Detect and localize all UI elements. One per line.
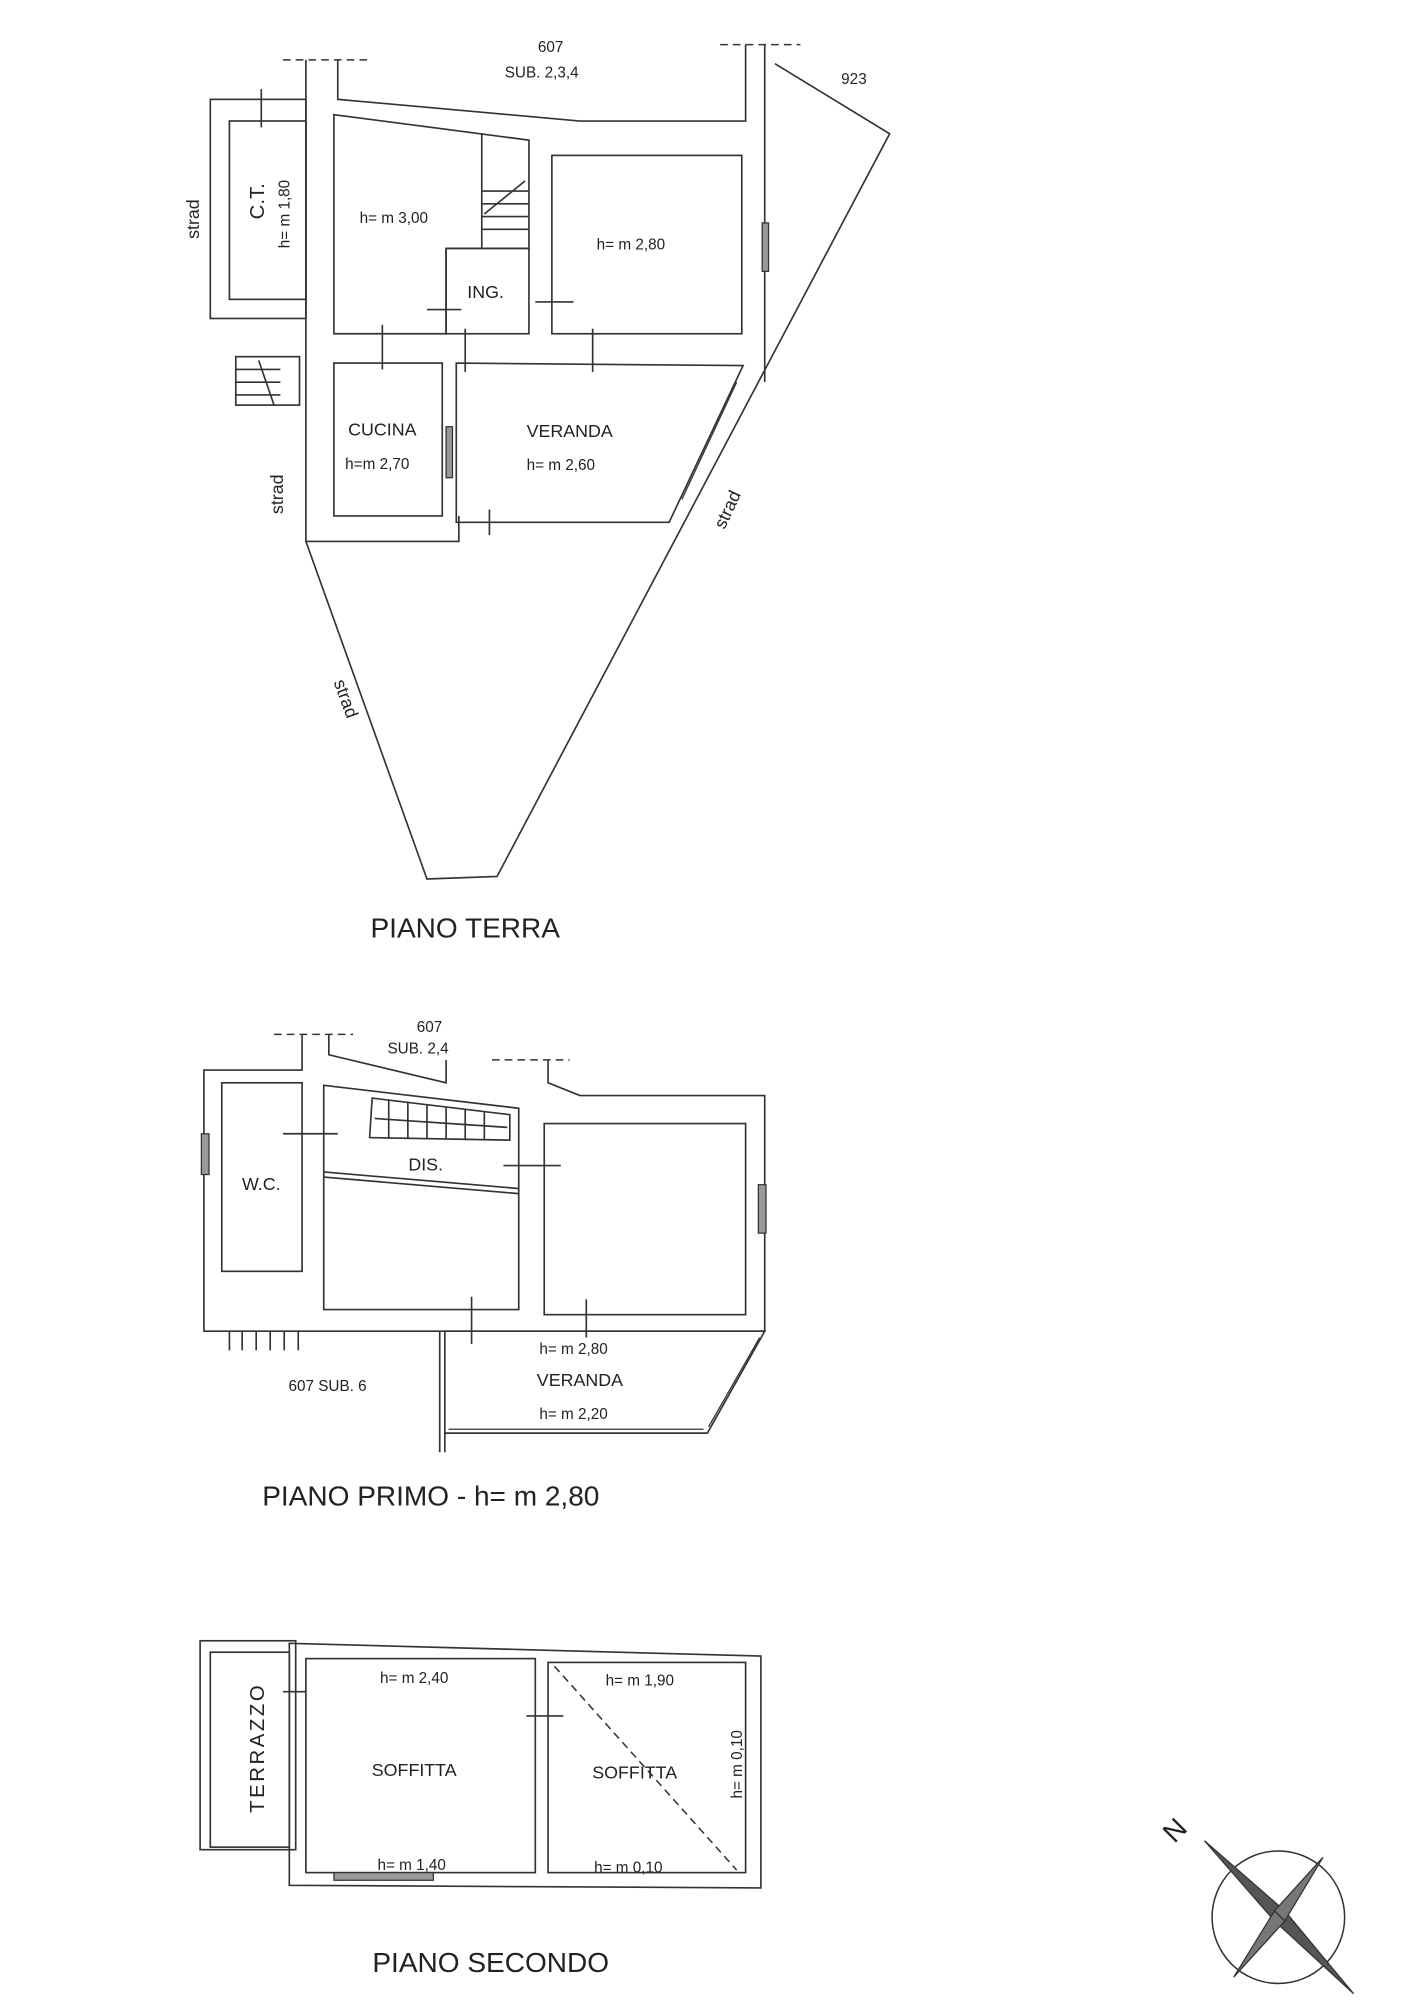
soffitta-label: SOFFITTA bbox=[592, 1762, 677, 1782]
soffitta-label: SOFFITTA bbox=[372, 1760, 457, 1780]
veranda-height-top: h= m 2,80 bbox=[539, 1341, 607, 1358]
cucina-label: CUCINA bbox=[348, 420, 416, 440]
cucina-height: h=m 2,70 bbox=[345, 456, 409, 473]
window bbox=[761, 222, 770, 272]
room-height: h= m 1,40 bbox=[377, 1857, 445, 1874]
wall bbox=[336, 44, 747, 122]
window bbox=[708, 1337, 761, 1428]
floor-title: PIANO PRIMO - h= m 2,80 bbox=[262, 1481, 599, 1512]
floor-title: PIANO SECONDO bbox=[372, 1947, 609, 1978]
wall bbox=[439, 1059, 766, 1333]
stair bbox=[481, 180, 529, 231]
dis-room bbox=[322, 1084, 520, 1311]
wc-label: W.C. bbox=[242, 1174, 281, 1194]
slope-line bbox=[553, 1665, 738, 1871]
room-height: h= m 2,40 bbox=[380, 1670, 448, 1687]
ct-label: C.T. bbox=[247, 183, 269, 219]
parcel-sub: SUB. 2,4 bbox=[387, 1041, 449, 1058]
terrazzo-label: TERRAZZO bbox=[247, 1683, 269, 1813]
window bbox=[200, 1133, 210, 1176]
street-label: strad bbox=[710, 487, 745, 531]
parcel-number: 607 bbox=[538, 39, 564, 56]
stair bbox=[368, 1097, 511, 1141]
wall bbox=[305, 515, 460, 543]
ct-height: h= m 1,80 bbox=[276, 180, 293, 248]
piano-terra-plan: 607 SUB. 2,3,4 923 strad bbox=[183, 39, 891, 944]
window bbox=[757, 1184, 767, 1234]
partition bbox=[323, 1171, 519, 1190]
window bbox=[681, 381, 738, 500]
lot-boundary bbox=[305, 59, 891, 880]
floor-title: PIANO TERRA bbox=[370, 913, 560, 944]
wall bbox=[288, 1642, 762, 1889]
room-height: h= m 0,10 bbox=[729, 1730, 746, 1798]
room-height: h= m 1,90 bbox=[606, 1672, 674, 1689]
ingresso-label: ING. bbox=[467, 282, 504, 302]
veranda-height: h= m 2,60 bbox=[527, 457, 595, 474]
room-height: h= m 0,10 bbox=[594, 1860, 662, 1877]
railing bbox=[228, 1331, 300, 1351]
terrazzo-outer bbox=[199, 1639, 297, 1851]
neighbor-parcel: 607 SUB. 6 bbox=[288, 1378, 366, 1395]
piano-secondo-plan: TERRAZZO h= m 2,40 SOFFITTA h= m 1,40 h=… bbox=[199, 1639, 762, 1978]
neighbor-parcel: 923 bbox=[841, 71, 867, 88]
room-2-80 bbox=[551, 154, 743, 335]
veranda-label: VERANDA bbox=[537, 1370, 623, 1390]
room-height: h= m 3,00 bbox=[360, 210, 428, 227]
north-arrow-icon: N bbox=[1157, 1812, 1355, 1995]
street-label: strad bbox=[267, 474, 287, 514]
wall bbox=[203, 1034, 440, 1333]
room-height: h= m 2,80 bbox=[597, 237, 665, 254]
north-label: N bbox=[1157, 1812, 1193, 1848]
wc-room bbox=[220, 1081, 303, 1273]
ingresso-room bbox=[445, 247, 530, 335]
soffitta-room-2 bbox=[547, 1661, 747, 1874]
veranda-label: VERANDA bbox=[527, 421, 613, 441]
dis-label: DIS. bbox=[408, 1155, 443, 1175]
window bbox=[333, 1871, 434, 1881]
street-label: strad bbox=[183, 199, 203, 239]
parcel-sub: SUB. 2,3,4 bbox=[505, 65, 579, 82]
veranda-height-bottom: h= m 2,20 bbox=[539, 1406, 607, 1423]
window bbox=[445, 426, 454, 479]
wall bbox=[328, 1034, 447, 1084]
parcel-number: 607 bbox=[417, 1019, 443, 1036]
cucina-room bbox=[333, 362, 444, 517]
room bbox=[543, 1122, 747, 1316]
outdoor-stair bbox=[234, 355, 301, 406]
ct-room bbox=[228, 120, 307, 301]
veranda-room bbox=[455, 362, 745, 524]
veranda-room bbox=[443, 1330, 767, 1434]
piano-primo-plan: 607 SUB. 2,4 W.C. DIS. h= m 2,80 VERANDA bbox=[200, 1019, 767, 1512]
